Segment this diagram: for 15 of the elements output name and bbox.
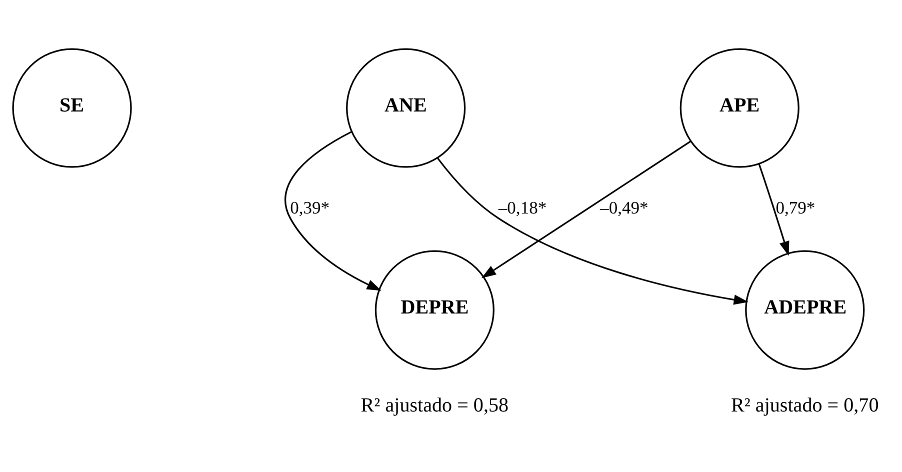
- node-label: R² ajustado = 0,70: [731, 394, 879, 416]
- node-circle: APE: [680, 48, 800, 168]
- node-circle: ANE: [346, 48, 466, 168]
- edge-label: –0,49*: [600, 198, 648, 218]
- edge-label: 0,79*: [776, 198, 816, 218]
- arrow: [436, 157, 748, 305]
- arrow: [758, 164, 790, 256]
- node-circle: DEPRE: [374, 250, 494, 370]
- node-label: R² ajustado = 0,58: [360, 394, 509, 416]
- node-circle: SE: [12, 48, 132, 168]
- arrow: [482, 140, 692, 278]
- edge-label: –0,18*: [498, 198, 547, 218]
- edge-label: 0,39*: [290, 198, 330, 218]
- node-circle: ADEPRE: [745, 250, 865, 370]
- arrow: [284, 130, 382, 291]
